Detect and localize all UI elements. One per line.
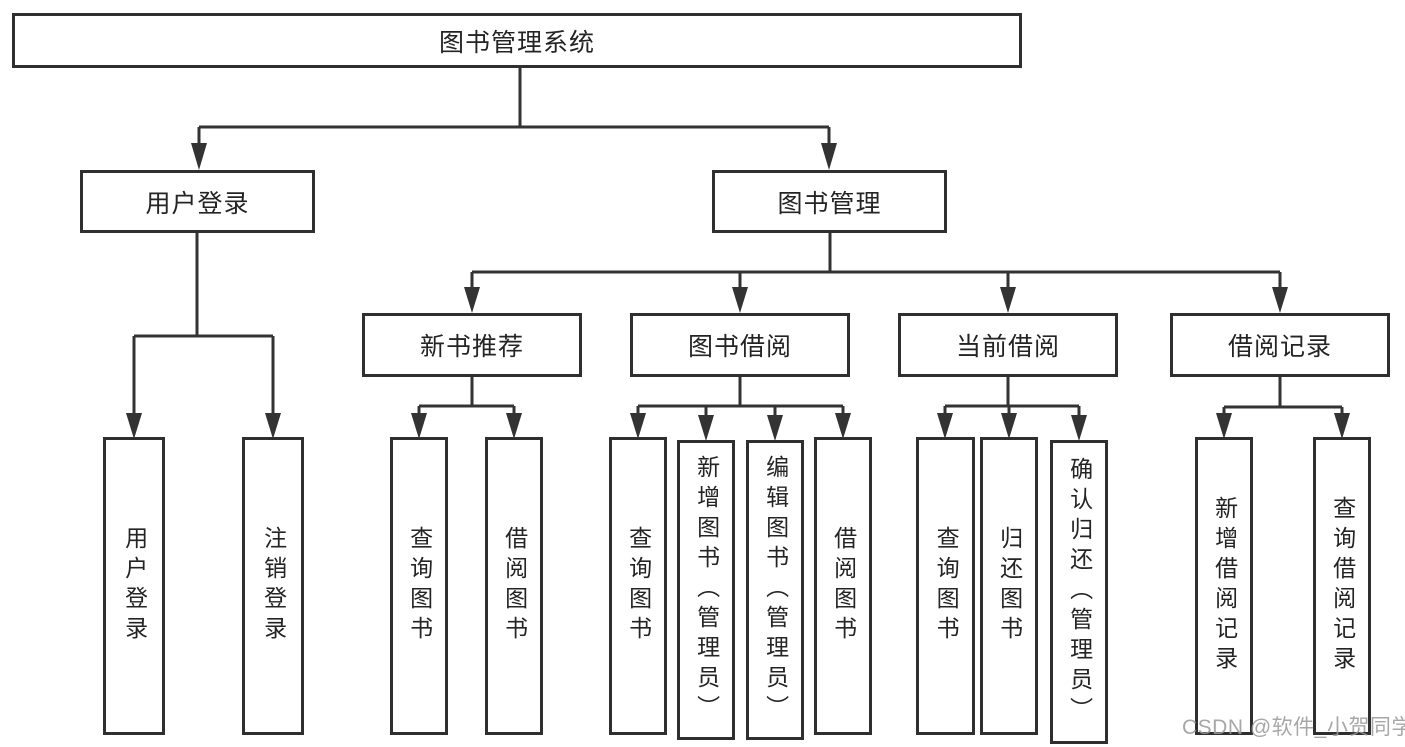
leaf-add-book-admin-label: 新增图书（管理员） [693, 455, 720, 725]
arrowhead [835, 413, 851, 439]
watermark: CSDN @软件_小贺同学 [1182, 716, 1405, 739]
node-book-borrow-label: 图书借阅 [687, 333, 792, 361]
leaf-query-books-2: 查询图书 [609, 437, 667, 735]
node-root-label: 图书管理系统 [438, 28, 595, 57]
arrowhead [1071, 415, 1087, 441]
connector-book-borrow [636, 377, 845, 422]
node-root: 图书管理系统 [12, 13, 1022, 68]
connector-new-book [417, 377, 516, 420]
leaf-borrow-books-1-label: 借阅图书 [501, 526, 528, 646]
leaf-borrow-books-2-label: 借阅图书 [830, 526, 857, 646]
leaf-query-books-3: 查询图书 [916, 437, 975, 735]
arrowhead [464, 287, 480, 313]
connector-book-management [470, 233, 1282, 292]
arrowhead [411, 413, 427, 439]
arrowhead [937, 413, 953, 439]
node-current-borrow: 当前借阅 [898, 313, 1118, 377]
connector-root [197, 68, 831, 150]
node-borrow-records: 借阅记录 [1170, 313, 1390, 377]
arrowhead [1216, 413, 1232, 439]
leaf-confirm-return-admin: 确认归还（管理员） [1050, 440, 1108, 744]
arrowhead [191, 143, 207, 170]
leaf-return-book-label: 归还图书 [996, 526, 1023, 646]
node-borrow-records-label: 借阅记录 [1227, 333, 1332, 361]
arrowhead [732, 287, 748, 313]
arrowhead [1272, 287, 1288, 313]
node-book-borrow: 图书借阅 [630, 313, 850, 377]
leaf-borrow-books-1: 借阅图书 [485, 437, 543, 735]
arrowhead [1334, 413, 1350, 439]
leaf-query-books-1-label: 查询图书 [406, 526, 433, 646]
connector-user-login [132, 233, 275, 420]
node-current-borrow-label: 当前借阅 [955, 333, 1060, 361]
arrowhead [821, 143, 837, 170]
arrowhead [1000, 287, 1016, 313]
node-user-login: 用户登录 [80, 170, 315, 233]
leaf-query-borrow-record-label: 查询借阅记录 [1329, 496, 1356, 676]
node-new-book-recommend-label: 新书推荐 [419, 333, 524, 361]
leaf-return-book: 归还图书 [980, 437, 1038, 735]
arrowhead [698, 415, 714, 441]
leaf-edit-book-admin-label: 编辑图书（管理员） [762, 455, 789, 725]
leaf-edit-book-admin: 编辑图书（管理员） [746, 440, 804, 740]
arrowhead [767, 415, 783, 441]
leaf-add-borrow-record-label: 新增借阅记录 [1211, 496, 1238, 676]
node-book-management-label: 图书管理 [777, 189, 882, 218]
leaf-confirm-return-admin-label: 确认归还（管理员） [1066, 457, 1093, 727]
leaf-borrow-books-2: 借阅图书 [814, 437, 872, 735]
leaf-user-login: 用户登录 [103, 437, 165, 735]
leaf-user-login-label: 用户登录 [121, 526, 148, 646]
arrowhead [506, 413, 522, 439]
leaf-query-books-2-label: 查询图书 [625, 526, 652, 646]
node-book-management: 图书管理 [712, 170, 947, 233]
node-user-login-label: 用户登录 [145, 189, 250, 218]
leaf-logout: 注销登录 [242, 437, 304, 735]
arrowhead [1001, 413, 1017, 439]
leaf-query-books-3-label: 查询图书 [933, 526, 960, 646]
leaf-add-borrow-record: 新增借阅记录 [1195, 437, 1253, 735]
arrowheads [126, 143, 1350, 441]
leaf-query-borrow-record: 查询借阅记录 [1313, 437, 1371, 735]
leaf-add-book-admin: 新增图书（管理员） [677, 440, 735, 740]
leaf-logout-label: 注销登录 [260, 526, 287, 646]
connector-borrow-records [1222, 377, 1344, 420]
arrowhead [265, 413, 281, 439]
arrowhead [630, 413, 646, 439]
arrowhead [126, 413, 142, 439]
leaf-query-books-1: 查询图书 [390, 437, 448, 735]
node-new-book-recommend: 新书推荐 [362, 313, 582, 377]
